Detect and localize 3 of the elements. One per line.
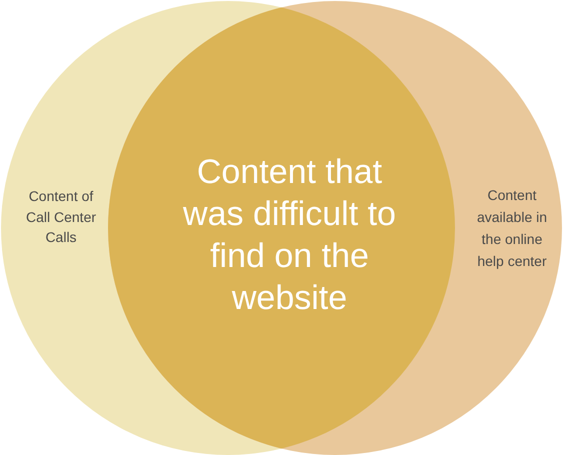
set-label: Content of Call Center Calls: [24, 187, 98, 247]
overlap-label: Content that was difficult to find on the website: [182, 152, 397, 319]
set-label: Content available in the online help center: [476, 186, 548, 271]
